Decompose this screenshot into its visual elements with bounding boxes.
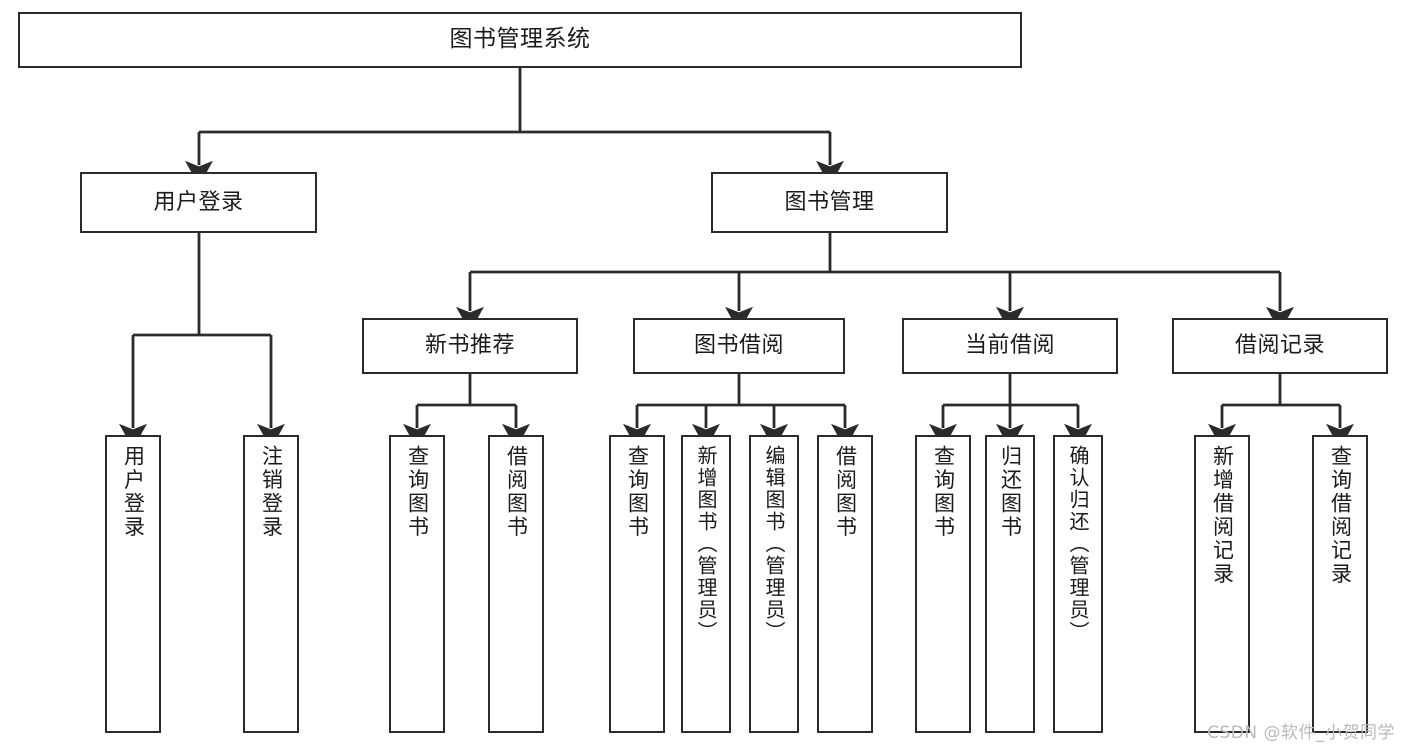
node-label: 查询图书 — [625, 445, 650, 539]
csdn-watermark: CSDN @软件_小贺同学 — [1207, 723, 1395, 743]
node-borrow-record[interactable]: 借阅记录 — [1172, 318, 1388, 374]
node-label: 注销登录 — [259, 445, 284, 539]
leaf-logout[interactable]: 注销登录 — [243, 435, 299, 733]
node-label: 用户登录 — [153, 189, 244, 215]
node-book-borrow[interactable]: 图书借阅 — [633, 318, 845, 374]
node-label: 归还图书 — [998, 445, 1023, 539]
leaf-query-borrow-record[interactable]: 查询借阅记录 — [1312, 435, 1368, 733]
leaf-query-book-1[interactable]: 查询图书 — [389, 435, 445, 733]
leaf-add-book-admin[interactable]: 新增图书（管理员） — [681, 435, 731, 733]
node-label: 确认归还（管理员） — [1066, 445, 1090, 643]
leaf-return-book[interactable]: 归还图书 — [985, 435, 1035, 733]
node-label: 编辑图书（管理员） — [762, 445, 786, 643]
leaf-edit-book-admin[interactable]: 编辑图书（管理员） — [749, 435, 799, 733]
leaf-add-borrow-record[interactable]: 新增借阅记录 — [1194, 435, 1250, 733]
node-new-book-recommendation[interactable]: 新书推荐 — [362, 318, 578, 374]
node-label: 查询图书 — [405, 445, 430, 539]
node-label: 新增借阅记录 — [1210, 445, 1235, 586]
leaf-confirm-return-admin[interactable]: 确认归还（管理员） — [1053, 435, 1103, 733]
node-label: 借阅图书 — [504, 445, 529, 539]
node-label: 新增图书（管理员） — [694, 445, 718, 643]
leaf-query-book-3[interactable]: 查询图书 — [915, 435, 971, 733]
node-label: 当前借阅 — [964, 333, 1055, 359]
node-book-management[interactable]: 图书管理 — [711, 172, 948, 233]
leaf-borrow-book-1[interactable]: 借阅图书 — [488, 435, 544, 733]
node-root-book-management-system[interactable]: 图书管理系统 — [18, 12, 1022, 68]
node-label: 图书借阅 — [693, 333, 784, 359]
node-user-login[interactable]: 用户登录 — [80, 172, 317, 233]
node-label: 新书推荐 — [424, 333, 515, 359]
node-label: 用户登录 — [121, 445, 146, 539]
leaf-borrow-book-2[interactable]: 借阅图书 — [817, 435, 873, 733]
leaf-user-login[interactable]: 用户登录 — [105, 435, 161, 733]
node-label: 图书管理系统 — [449, 26, 591, 53]
node-label: 查询图书 — [931, 445, 956, 539]
node-current-borrow[interactable]: 当前借阅 — [902, 318, 1118, 374]
node-label: 借阅记录 — [1234, 333, 1325, 359]
node-label: 查询借阅记录 — [1328, 445, 1353, 586]
leaf-query-book-2[interactable]: 查询图书 — [609, 435, 665, 733]
node-label: 图书管理 — [784, 189, 875, 215]
node-label: 借阅图书 — [833, 445, 858, 539]
